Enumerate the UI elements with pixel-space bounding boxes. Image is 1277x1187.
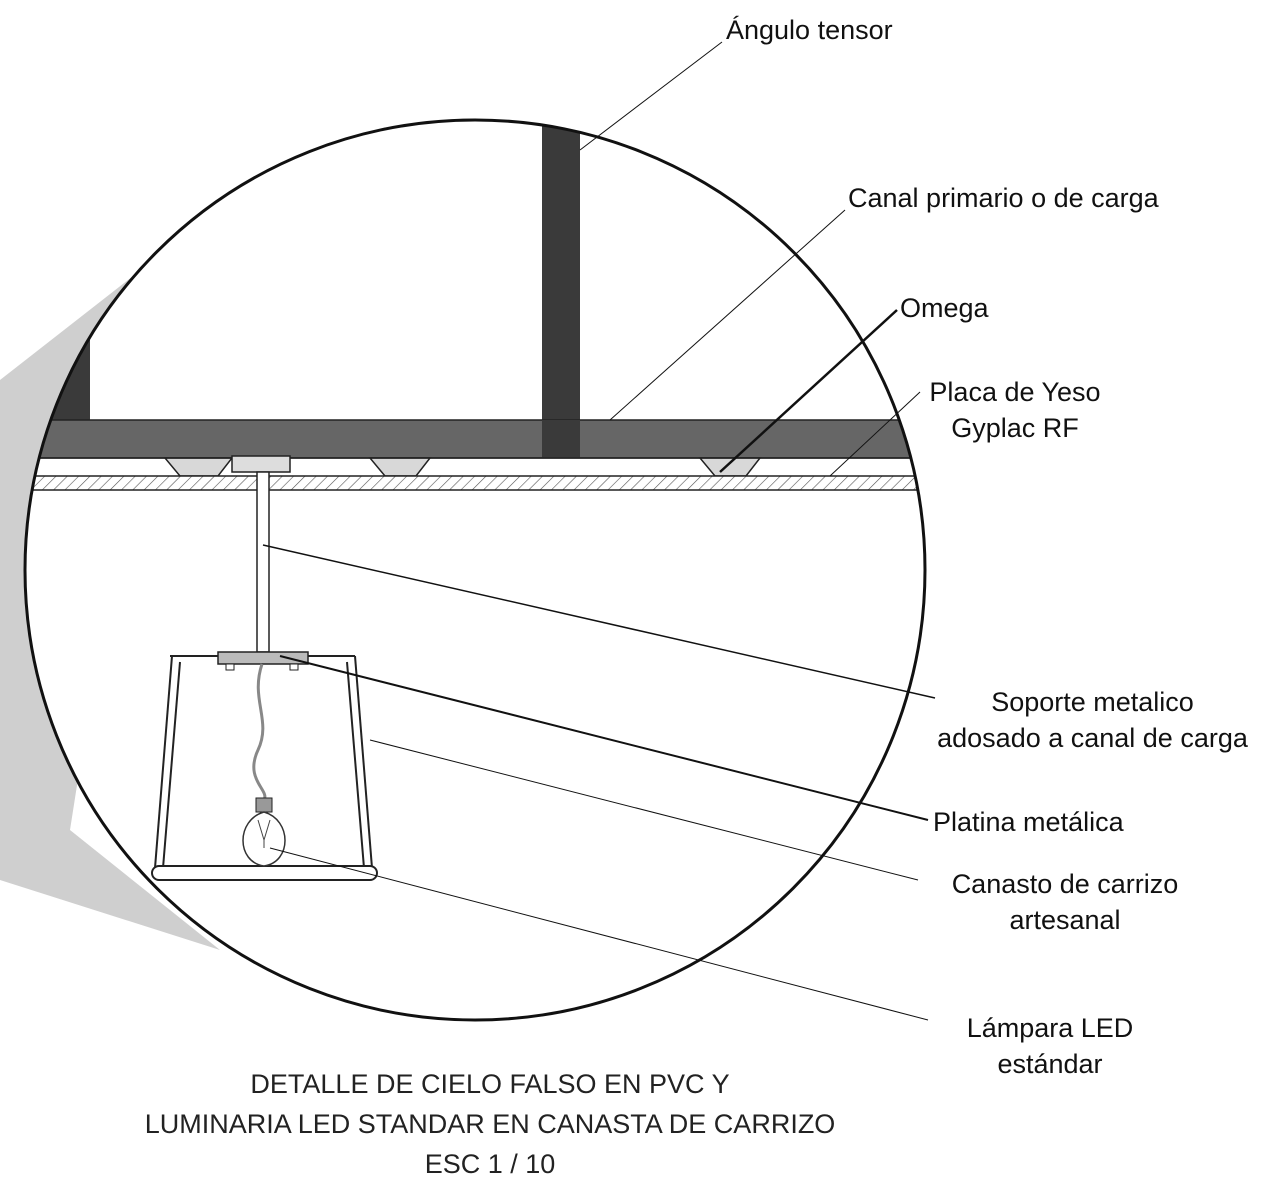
label-canasto-carrizo: Canasto de carrizo artesanal (951, 869, 1179, 935)
label-soporte-metalico: Soporte metalico adosado a canal de carg… (937, 687, 1248, 753)
label-placa-yeso: Placa de Yeso Gyplac RF (929, 377, 1101, 443)
drawing-title: DETALLE DE CIELO FALSO EN PVC Y LUMINARI… (0, 1064, 980, 1184)
canal-primario (25, 419, 925, 459)
label-omega: Omega (900, 293, 989, 323)
angulo-tensor-member (542, 120, 580, 458)
detail-circle-bg (25, 120, 925, 1020)
platina-metalica (217, 651, 309, 665)
label-lampara-led: Lámpara LED estándar (966, 1013, 1134, 1079)
label-angulo-tensor: Ángulo tensor (726, 15, 893, 45)
lampara-led (242, 797, 286, 867)
soporte-bracket (231, 455, 291, 473)
title-line-1: DETALLE DE CIELO FALSO EN PVC Y (250, 1069, 730, 1099)
label-platina-metalica: Platina metálica (933, 807, 1124, 837)
placa-yeso (25, 475, 925, 491)
title-line-2: LUMINARIA LED STANDAR EN CANASTA DE CARR… (144, 1109, 836, 1139)
detail-circle-outline (23, 118, 927, 1022)
leader-lines (262, 41, 936, 1021)
lamp-cable (252, 663, 267, 801)
label-canal-primario: Canal primario o de carga (848, 183, 1159, 213)
soporte-metalico-rod (256, 471, 270, 653)
title-scale: ESC 1 / 10 (424, 1149, 556, 1179)
